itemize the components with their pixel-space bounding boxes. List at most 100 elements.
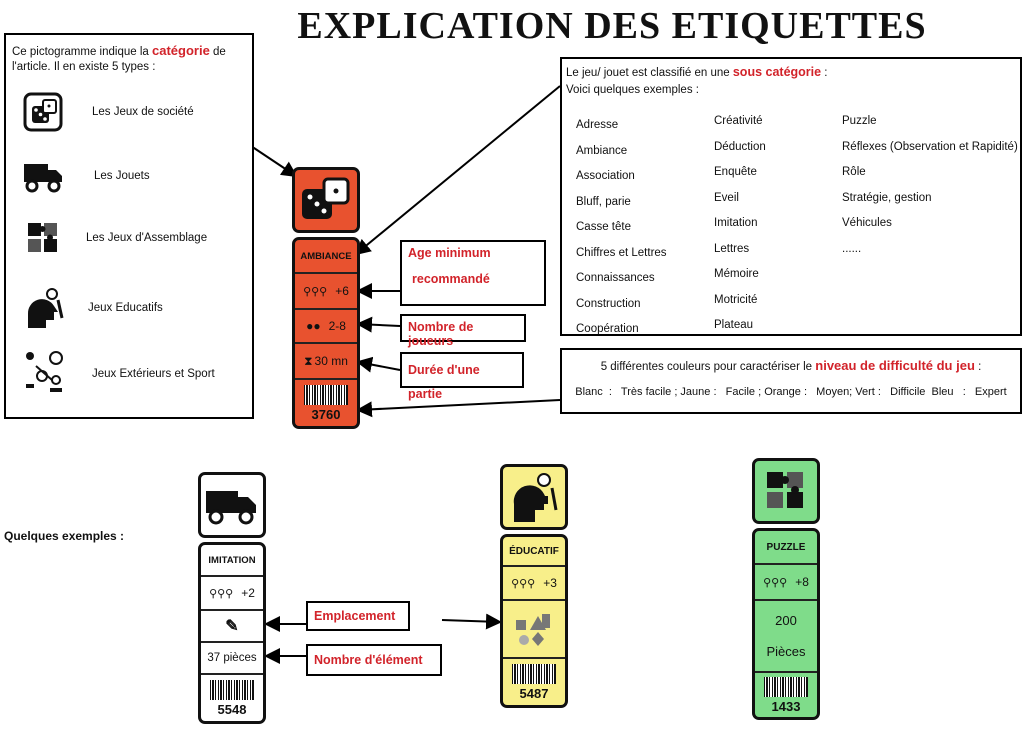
subcategory-item: Construction xyxy=(576,297,641,310)
card-barcode-row: 5487 xyxy=(503,659,565,705)
card-shapes-row xyxy=(503,601,565,659)
puzzle-icon xyxy=(763,468,809,514)
difficulty-levels: Blanc : Très facile ; Jaune : Facile ; O… xyxy=(575,386,1007,398)
subcategory-item: ...... xyxy=(842,242,862,255)
card-age-row: ⚲⚲⚲+2 xyxy=(201,577,263,611)
barcode-icon xyxy=(210,679,254,700)
subcategory-item: Chiffres et Lettres xyxy=(576,246,667,259)
subcategory-item: Véhicules xyxy=(842,217,892,229)
dice-icon xyxy=(300,177,352,223)
intro-text-end: : xyxy=(821,67,828,79)
category-row-societe: Les Jeux de société xyxy=(22,91,194,133)
barcode-icon xyxy=(304,384,348,405)
category-label: Les Jeux de société xyxy=(92,106,194,118)
callout-elements: Nombre d'élément xyxy=(306,644,442,676)
intro-highlight: sous catégorie xyxy=(732,65,822,79)
truck-icon xyxy=(204,485,260,525)
subcategory-item: Motricité xyxy=(714,293,758,306)
family-icon: ⚲⚲⚲ xyxy=(209,587,234,600)
callout-location: Emplacement xyxy=(306,601,410,631)
card-body: PUZZLE ⚲⚲⚲+8 200 Pièces 1433 xyxy=(752,528,820,720)
card-age: +6 xyxy=(335,284,349,298)
intro-text: Le jeu/ jouet est classifié en une xyxy=(566,67,733,79)
card-category-tile xyxy=(500,464,568,530)
category-row-educatifs: Jeux Educatifs xyxy=(22,287,163,329)
subcategory-item: Association xyxy=(576,170,635,182)
puzzle-icon xyxy=(22,217,64,259)
subcategory-line2: Voici quelques exemples : xyxy=(566,84,699,96)
intro-highlight: catégorie xyxy=(152,43,210,58)
category-intro: Ce pictogramme indique la catégorie de l… xyxy=(12,43,248,75)
callout-age-line2: recommandé xyxy=(412,272,490,286)
category-label: Jeux Extérieurs et Sport xyxy=(92,368,215,380)
difficulty-intro: 5 différentes couleurs pour caractériser… xyxy=(562,358,1020,373)
callout-age-line1: Age minimum xyxy=(408,246,491,260)
example-card-imitation: IMITATION ⚲⚲⚲+2 ✎ 37 pièces 5548 xyxy=(198,472,266,724)
family-icon: ⚲⚲⚲ xyxy=(511,577,536,590)
category-row-sport: Jeux Extérieurs et Sport xyxy=(22,351,215,395)
card-subcategory: IMITATION xyxy=(201,545,263,577)
category-row-jouets: Les Jouets xyxy=(22,155,150,197)
card-players-row: ●●2-8 xyxy=(295,310,357,344)
dice-icon xyxy=(22,91,64,133)
head-bulb-icon xyxy=(508,470,560,524)
subcategory-item: Créativité xyxy=(714,115,763,127)
subcategory-item: Puzzle xyxy=(842,115,877,127)
callout-duration: Durée d'une partie xyxy=(400,352,524,401)
card-barcode-row: 5548 xyxy=(201,675,263,721)
category-label: Jeux Educatifs xyxy=(88,302,163,314)
difficulty-box: 5 différentes couleurs pour caractériser… xyxy=(560,348,1022,414)
subcategory-box: Le jeu/ jouet est classifié en une sous … xyxy=(560,57,1022,336)
card-body: ÉDUCATIF ⚲⚲⚲ +3 5487 xyxy=(500,534,568,708)
card-age: +3 xyxy=(543,576,557,590)
card-number: 1433 xyxy=(771,698,801,714)
players-icon: ●● xyxy=(306,319,321,333)
card-age: +8 xyxy=(795,575,809,589)
subcategory-item: Eveil xyxy=(714,191,739,204)
card-number: 5548 xyxy=(217,701,247,717)
category-box: Ce pictogramme indique la catégorie de l… xyxy=(4,33,254,419)
category-label: Les Jouets xyxy=(94,170,150,182)
subcategory-item: Mémoire xyxy=(714,268,759,280)
truck-icon xyxy=(22,155,64,197)
intro-text-end: de l'article. Il en existe 5 types : xyxy=(12,46,226,73)
card-category-tile xyxy=(752,458,820,524)
card-subcategory: AMBIANCE xyxy=(295,240,357,274)
callout-age: Age minimum recommandé xyxy=(400,240,546,306)
subcategory-item: Stratégie, gestion xyxy=(842,191,932,204)
example-card-educatif: ÉDUCATIF ⚲⚲⚲ +3 5487 xyxy=(500,464,568,708)
category-row-assemblage: Les Jeux d'Assemblage xyxy=(22,217,207,259)
head-bulb-icon xyxy=(22,287,64,329)
subcategory-item: Connaissances xyxy=(576,272,655,284)
example-card-puzzle: PUZZLE ⚲⚲⚲+8 200 Pièces 1433 xyxy=(752,458,820,720)
barcode-icon xyxy=(512,663,556,684)
card-duration-row: ⧗30 mn xyxy=(295,344,357,380)
card-location-row: ✎ xyxy=(201,611,263,643)
card-age-row: ⚲⚲⚲+8 xyxy=(755,565,817,601)
card-category-tile xyxy=(292,167,360,233)
subcategory-item: Déduction xyxy=(714,140,766,153)
card-category-tile xyxy=(198,472,266,538)
subcategory-item: Ambiance xyxy=(576,144,628,157)
category-label: Les Jeux d'Assemblage xyxy=(86,232,208,244)
hourglass-icon: ⧗ xyxy=(304,353,313,368)
family-icon: ⚲⚲⚲ xyxy=(303,285,328,298)
card-body: IMITATION ⚲⚲⚲+2 ✎ 37 pièces 5548 xyxy=(198,542,266,724)
page-title: EXPLICATION DES ETIQUETTES xyxy=(297,5,927,47)
subcategory-item: Imitation xyxy=(714,217,758,229)
main-label-card: AMBIANCE ⚲⚲⚲ +6 ●●2-8 ⧗30 mn 3760 xyxy=(292,167,360,429)
card-number: 5487 xyxy=(519,685,549,701)
card-duration: 30 mn xyxy=(314,354,348,368)
card-age-row: ⚲⚲⚲ +3 xyxy=(503,567,565,601)
callout-players: Nombre de joueurs xyxy=(400,314,526,348)
intro-text: 5 différentes couleurs pour caractériser… xyxy=(600,361,816,373)
card-count-row: 200 Pièces xyxy=(755,601,817,673)
subcategory-item: Bluff, parie xyxy=(576,195,631,208)
card-subcategory: ÉDUCATIF xyxy=(503,537,565,567)
barcode-icon xyxy=(764,676,808,697)
card-number: 3760 xyxy=(311,406,341,422)
subcategory-item: Adresse xyxy=(576,119,619,131)
subcategory-item: Rôle xyxy=(842,166,866,178)
examples-label: Quelques exemples : xyxy=(4,529,125,543)
location-icon: ✎ xyxy=(225,618,239,635)
